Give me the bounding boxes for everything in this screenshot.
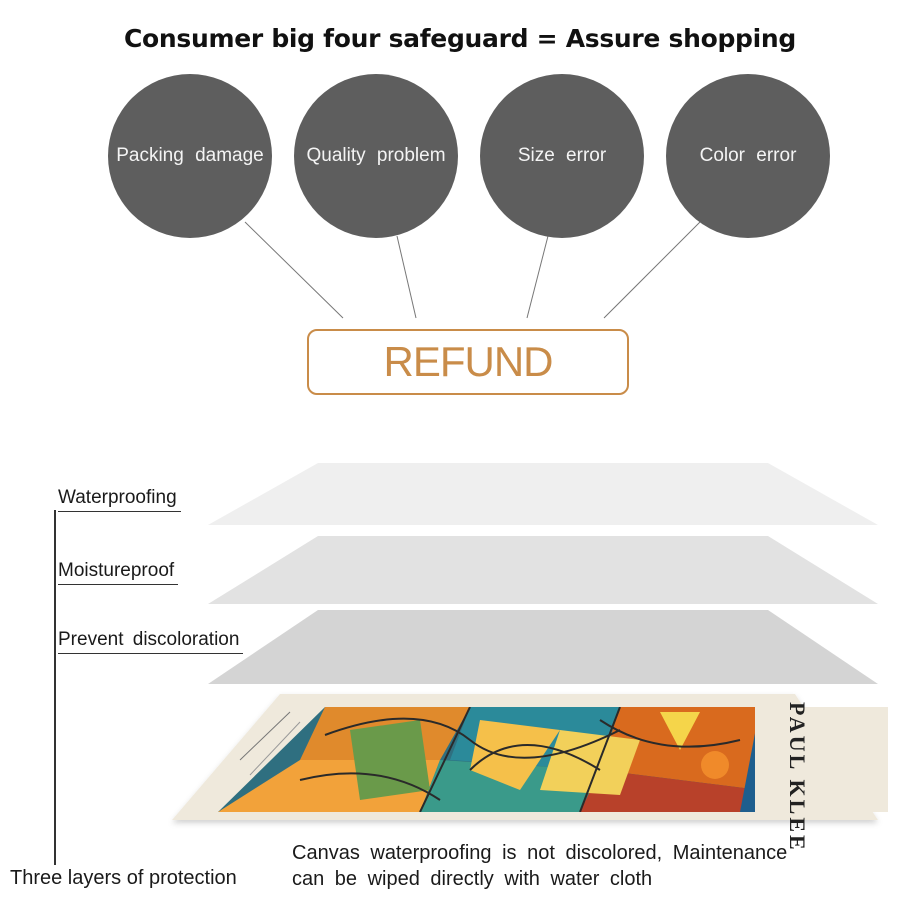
safeguard-size-error: Size error xyxy=(480,74,644,238)
refund-label: REFUND xyxy=(383,338,554,385)
layer-prevent-discoloration xyxy=(208,610,878,684)
layer-label-text: Waterproofing xyxy=(58,487,177,508)
layer-label-waterproofing: Waterproofing xyxy=(58,487,181,512)
page-title: Consumer big four safeguard = Assure sho… xyxy=(123,24,796,53)
refund-box: REFUND xyxy=(307,329,629,395)
layer-label-text: Prevent discoloration xyxy=(58,629,240,650)
safeguard-quality-problem: Quality problem xyxy=(294,74,458,238)
note-line-1: Canvas waterproofing is not discolored, … xyxy=(292,842,788,864)
safeguard-label: Packing damage xyxy=(116,145,264,166)
safeguard-packing-damage: Packing damage xyxy=(108,74,272,238)
safeguard-label: Size error xyxy=(517,145,607,166)
layers-bracket xyxy=(54,510,56,865)
layer-moistureproof xyxy=(208,536,878,604)
safeguard-label: Quality problem xyxy=(306,145,446,166)
layers-summary: Three layers of protection xyxy=(10,867,237,889)
layer-label-text: Moistureproof xyxy=(58,560,175,581)
layer-label-moistureproof: Moistureproof xyxy=(58,560,179,585)
layer-waterproofing xyxy=(208,463,878,525)
note-line-2: can be wiped directly with water cloth xyxy=(292,868,653,890)
poster-artwork xyxy=(218,707,888,812)
layer-label-prevent-discoloration: Prevent discoloration xyxy=(58,629,244,654)
safeguard-label: Color error xyxy=(699,145,797,166)
poster-artist-name: PAUL KLEE xyxy=(785,702,810,853)
maintenance-note: Canvas waterproofing is not discolored, … xyxy=(292,840,787,892)
safeguard-color-error: Color error xyxy=(666,74,830,238)
